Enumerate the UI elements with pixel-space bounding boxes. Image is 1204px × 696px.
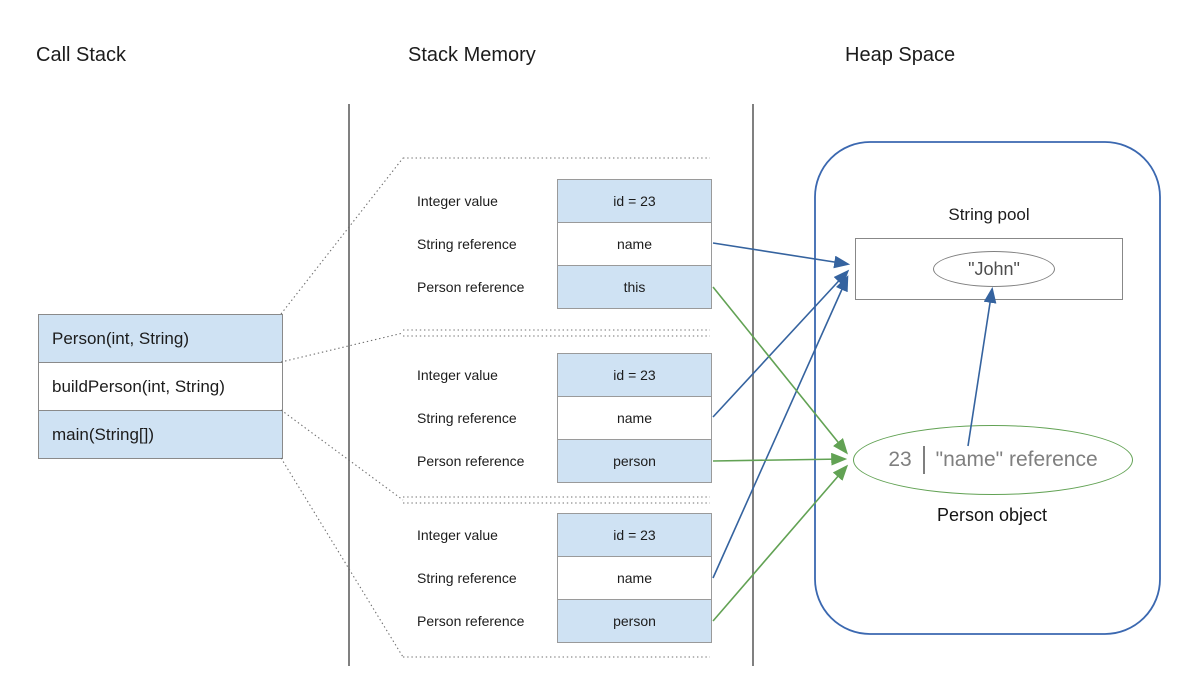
frame1-integer-label: Integer value [417,192,498,209]
string-object-value: "John" [968,258,1020,279]
frame3-id-cell: id = 23 [558,514,711,556]
person-object-label: Person object [936,505,1048,525]
call-stack-heading: Call Stack [36,44,127,66]
string-pool-label: String pool [948,205,1030,224]
heap-space-heading: Heap Space [845,44,956,66]
call-stack-box: Person(int, String) buildPerson(int, Str… [38,314,283,459]
frame2-integer-label: Integer value [417,366,498,383]
frame2-cells: id = 23 name person [557,353,712,483]
frame3-string-label: String reference [417,569,517,586]
arrow-frame2-person-to-person [712,452,848,466]
frame2-person-cell: person [558,439,711,482]
frame3-name-cell: name [558,556,711,599]
frame2-name-cell: name [558,396,711,439]
person-object-ellipse: 23 "name" reference [853,425,1133,495]
call-stack-frame-main: main(String[]) [39,410,282,458]
frame1-this-cell: this [558,265,711,308]
frame2-person-label: Person reference [417,452,525,469]
call-stack-frame-person: Person(int, String) [39,315,282,362]
frame3-person-cell: person [558,599,711,642]
frame1-cells: id = 23 name this [557,179,712,309]
arrow-frame1-this-to-person [712,286,849,455]
frame2-id-cell: id = 23 [558,354,711,396]
stack-memory-heading: Stack Memory [408,44,536,66]
call-stack-frame-buildperson: buildPerson(int, String) [39,362,282,410]
frame3-person-label: Person reference [417,612,525,629]
frame1-id-cell: id = 23 [558,180,711,222]
frame1-string-label: String reference [417,235,517,252]
frame3-integer-label: Integer value [417,526,498,543]
person-id-value: 23 [888,448,912,471]
arrow-frame2-name-to-pool [712,269,850,418]
frame3-cells: id = 23 name person [557,513,712,643]
frame2-string-label: String reference [417,409,517,426]
person-reference-arrows [712,286,849,622]
string-object-ellipse: "John" [933,251,1055,287]
arrow-person-ref-to-john [967,286,997,447]
frame1-person-label: Person reference [417,278,525,295]
frame1-name-cell: name [558,222,711,265]
arrow-frame3-person-to-person [712,464,849,622]
arrow-frame3-name-to-pool [712,275,849,579]
field-divider [922,446,925,474]
arrow-frame1-name-to-pool [712,242,851,269]
person-name-reference: "name" reference [935,448,1098,471]
